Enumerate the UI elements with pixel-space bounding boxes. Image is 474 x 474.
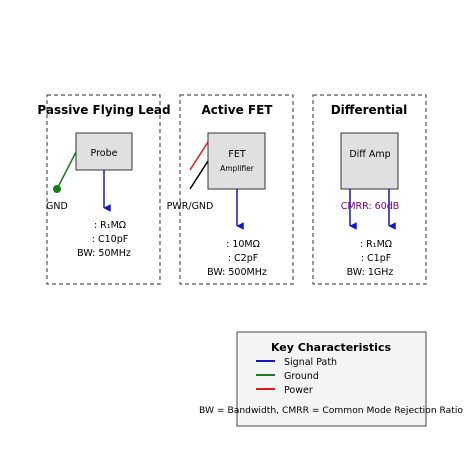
spec-bandwidth: BW: 1GHz [347,267,394,278]
spec-resistance: : R₁MΩ [360,239,392,250]
legend-title: Key Characteristics [271,341,391,354]
power-lead [189,141,209,171]
panel-passive-flying-lead: Passive Flying Lead Probe GND : R₁MΩ : C… [37,94,171,285]
spec-capacitance: : C2pF [228,253,258,264]
panel-border [179,94,294,285]
ground-lead [189,160,209,190]
fet-block [207,132,266,190]
spec-bandwidth: BW: 500MHz [207,267,267,278]
legend-label-power: Power [284,385,313,396]
panel-title: Passive Flying Lead [37,103,170,117]
probe-block [75,132,133,171]
panel-differential: Differential Diff Amp CMRR: 60dB : R₁MΩ … [312,94,427,285]
spec-bandwidth: BW: 50MHz [77,248,131,259]
fet-block-label: FET [228,149,245,160]
legend-box [236,331,427,427]
legend: Key Characteristics Signal Path Ground P… [199,331,463,427]
panel-border [46,94,161,285]
ground-lead [56,151,77,190]
panel-active-fet: Active FET FET Amplifier PWR/GND : 10MΩ … [167,94,294,285]
legend-label-signal: Signal Path [284,357,337,368]
spec-capacitance: : C1pF [361,253,391,264]
ground-label: GND [46,201,68,212]
panel-title: Active FET [202,103,274,117]
spec-resistance: : 10MΩ [226,239,260,250]
panel-border [312,94,427,285]
diff-amp-block [340,132,399,190]
legend-footnote: BW = Bandwidth, CMRR = Common Mode Rejec… [199,406,463,416]
pwr-gnd-label: PWR/GND [167,201,214,212]
probe-block-label: Probe [91,148,118,159]
fet-block-sublabel: Amplifier [220,164,255,173]
spec-capacitance: : C10pF [92,234,128,245]
panel-title: Differential [331,103,408,117]
legend-label-ground: Ground [284,371,319,382]
cmrr-label: CMRR: 60dB [341,201,400,212]
ground-clip [53,185,61,193]
diff-amp-label: Diff Amp [349,149,390,160]
spec-resistance: : R₁MΩ [94,220,126,231]
